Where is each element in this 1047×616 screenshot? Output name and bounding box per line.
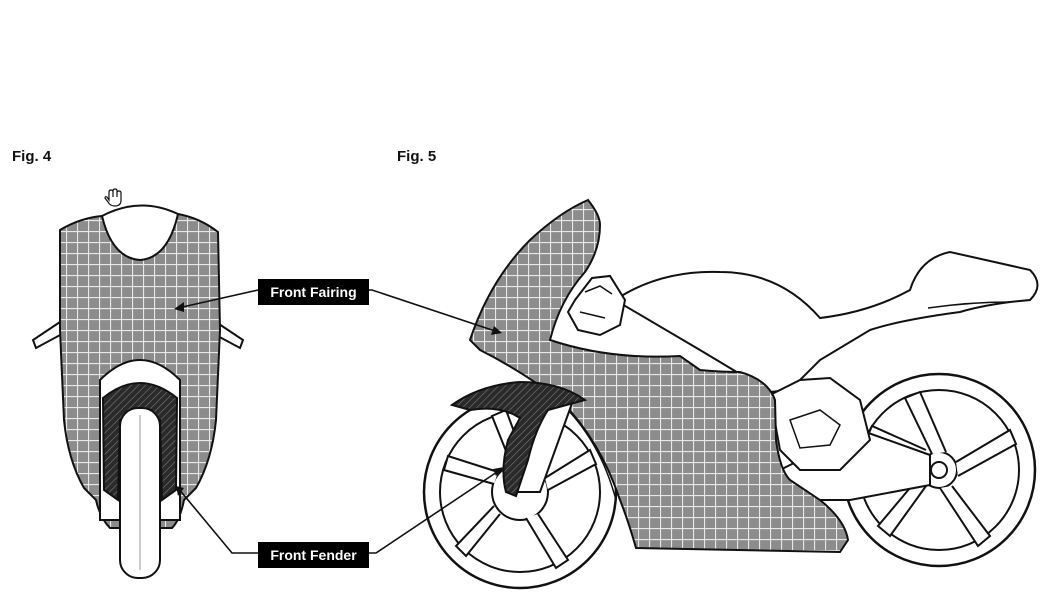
front-fender-fig5 <box>449 380 588 498</box>
fig5-side-view <box>357 198 1039 590</box>
front-fairing-callout: Front Fairing <box>258 279 369 305</box>
fig5-label: Fig. 5 <box>397 148 437 165</box>
front-fender-callout: Front Fender <box>258 542 369 568</box>
fender-leader-fig4 <box>177 487 258 554</box>
fairing-leader-fig4 <box>177 289 259 309</box>
left-handlebar <box>31 320 64 350</box>
fig4-label: Fig. 4 <box>12 148 52 165</box>
fairing-leader-fig5 <box>357 289 499 333</box>
front-fairing-fig5 <box>468 198 850 554</box>
fig4-front-view <box>31 188 259 579</box>
windscreen <box>101 204 179 217</box>
hand-cursor-icon <box>104 188 122 207</box>
handlebar-cluster <box>566 274 627 337</box>
fuel-tank-seat-tail <box>613 250 1039 394</box>
